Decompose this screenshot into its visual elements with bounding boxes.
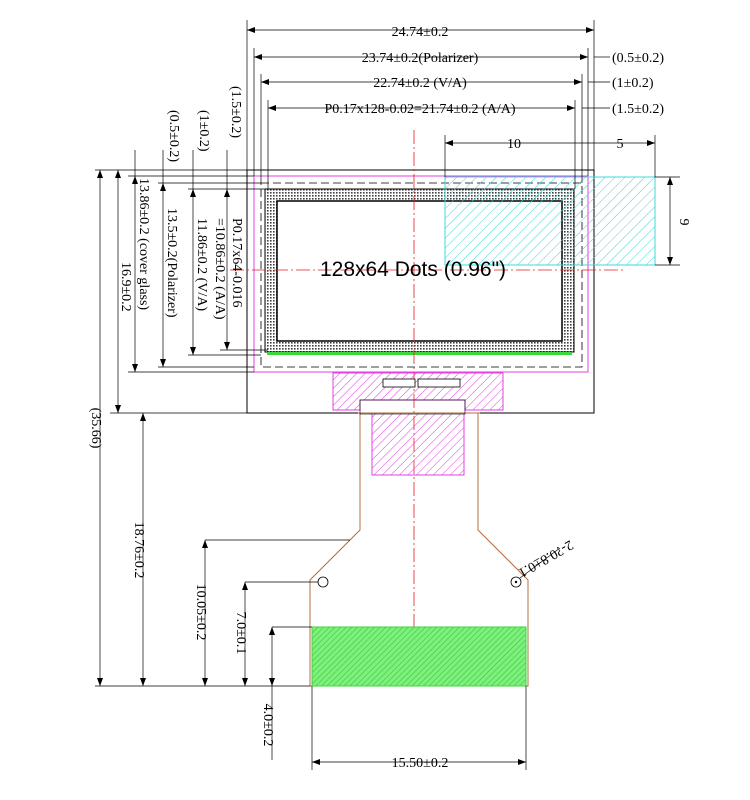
box-5-dim: 5 [617, 137, 624, 152]
display-resolution-label: 128x64 Dots (0.96") [320, 258, 506, 281]
offset-1-dim: (1±0.2) [612, 76, 654, 91]
polarizer-outline [253, 175, 589, 373]
ic-bond-area [332, 372, 504, 476]
offset-05-dim: (0.5±0.2) [612, 51, 664, 66]
reference-box [444, 176, 656, 266]
hole-position-dim: 10.05±0.2 [193, 584, 208, 641]
outline-width-dim: 24.74±0.2 [392, 25, 449, 40]
offset-15-dim: (1.5±0.2) [612, 102, 664, 117]
fpc-width-dim: 15.50±0.2 [392, 756, 449, 771]
box-10-dim: 10 [507, 137, 521, 152]
panel-height-dim: 16.9±0.2 [118, 262, 133, 312]
gold-finger-area [311, 626, 527, 687]
total-height-dim: (35.66) [88, 408, 103, 449]
viewing-area-outline [260, 182, 583, 368]
left-1-dim: (1±0.2) [196, 110, 211, 152]
polarizer-height-dim: 13.5±0.2(Polarizer) [164, 208, 179, 318]
va-height-dim: 11.86±0.2 (V/A) [194, 218, 209, 311]
left-05-dim: (0.5±0.2) [166, 110, 181, 162]
polarizer-width-dim: 23.74±0.2(Polarizer) [362, 51, 479, 66]
va-width-dim: 22.74±0.2 (V/A) [373, 76, 467, 91]
cover-glass-height-dim: 13.86±0.2 (cover glass) [136, 178, 151, 310]
hole-diameter-dim: 2-?0.8±0.1 [516, 537, 576, 580]
left-15-dim: (1.5±0.2) [228, 86, 243, 138]
stiffener-height-dim: 7.0±0.1 [233, 612, 248, 655]
pin-height-dim: 4.0±0.2 [260, 704, 275, 747]
fpc-height-dim: 18.76±0.2 [131, 522, 146, 579]
aa-width-dim: P0.17x128-0.02=21.74±0.2 (A/A) [325, 102, 516, 117]
box-9-dim: 9 [676, 219, 691, 226]
mounting-hole-left [317, 576, 329, 588]
arrowheads [97, 27, 673, 765]
aa-height-dim-2: =10.86±0.2 (A/A) [212, 218, 227, 320]
aa-height-dim-1: P0.17x64-0.016 [229, 218, 244, 307]
